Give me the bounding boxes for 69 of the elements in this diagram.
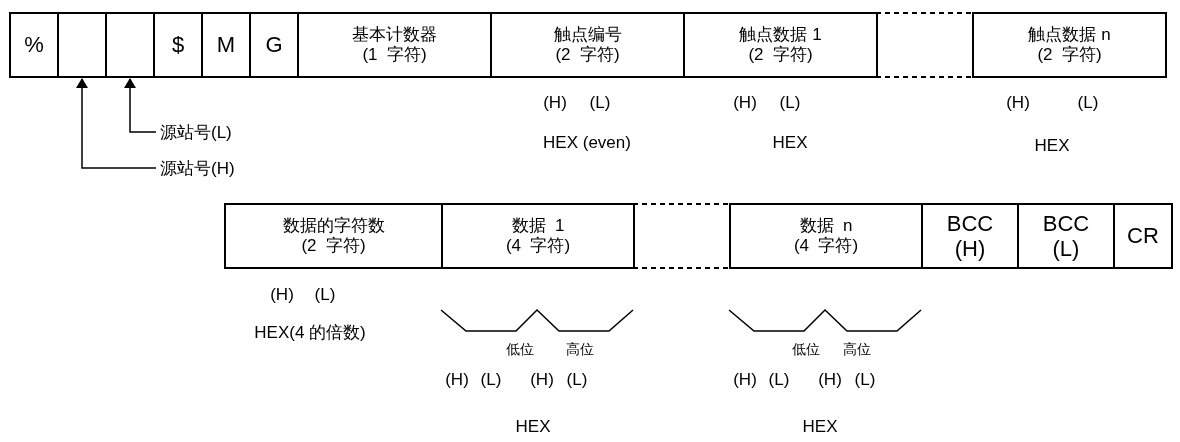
field-text: (H) [954,236,986,262]
field-text: BCC [946,210,994,236]
frame-field [249,12,299,78]
leader-arrow [76,78,157,169]
frame-field [201,12,251,78]
leader-arrow [124,78,157,133]
annotation: (L) [566,370,588,390]
frame-field [153,12,203,78]
annotation: 低位 [506,341,534,359]
annotation: HEX [802,417,838,437]
annotation: (H) [530,370,554,390]
frame-field [683,12,878,78]
annotation: (H) [270,285,294,305]
annotation: HEX (even) [543,133,631,153]
annotation: (H) [818,370,842,390]
field-text: (2 字符) [555,45,620,65]
field-text: 数据 n [799,216,853,236]
field-text: (2 字符) [748,45,813,65]
annotation: (L) [779,93,801,113]
frame-field [1113,203,1173,269]
field-text: 触点数据 1 [739,25,822,45]
annotation: (L) [314,285,336,305]
field-text: 数据的字符数 [282,216,385,236]
field-text: (2 字符) [301,236,366,256]
annotation: (H) [733,93,757,113]
annotation: 低位 [792,341,820,359]
annotation: (L) [768,370,790,390]
annotation: HEX [772,133,808,153]
empty-field [105,12,155,78]
field-text: 基本计数器 [352,25,437,45]
field-text: BCC [1042,210,1090,236]
frame-field [921,203,1019,269]
station-label: 源站号(H) [160,156,235,180]
annotation: (L) [589,93,611,113]
field-text: (1 字符) [362,45,427,65]
frame-field [297,12,492,78]
annotation: (H) [543,93,567,113]
annotation: (L) [480,370,502,390]
annotation: HEX [515,417,551,437]
field-text: (4 字符) [505,236,571,256]
field-text: (L) [1052,236,1080,262]
field-text: 数据 1 [511,216,565,236]
annotation: HEX [1034,136,1070,156]
annotation: 高位 [843,341,871,359]
empty-field [57,12,107,78]
frame-field [972,12,1167,78]
field-text: M [216,32,236,58]
annotation: (H) [1006,93,1030,113]
frame-field [9,12,59,78]
annotation: (H) [733,370,757,390]
field-text: 触点编号 [553,25,622,45]
annotation: HEX(4 的倍数) [254,321,366,344]
annotation: (H) [445,370,469,390]
field-text: (4 字符) [793,236,859,256]
field-text: CR [1127,223,1159,249]
field-text: % [24,32,44,58]
frame-field [490,12,685,78]
annotation: 高位 [566,341,594,359]
frame-field [729,203,923,269]
frame-field [441,203,635,269]
field-text: $ [171,32,185,58]
station-label: 源站号(L) [160,120,232,144]
field-text: (2 字符) [1037,45,1102,65]
frame-field [224,203,443,269]
field-text: 触点数据 n [1028,25,1111,45]
annotation: (L) [1077,93,1099,113]
annotation: (L) [854,370,876,390]
field-text: G [265,32,283,58]
frame-field [1017,203,1115,269]
